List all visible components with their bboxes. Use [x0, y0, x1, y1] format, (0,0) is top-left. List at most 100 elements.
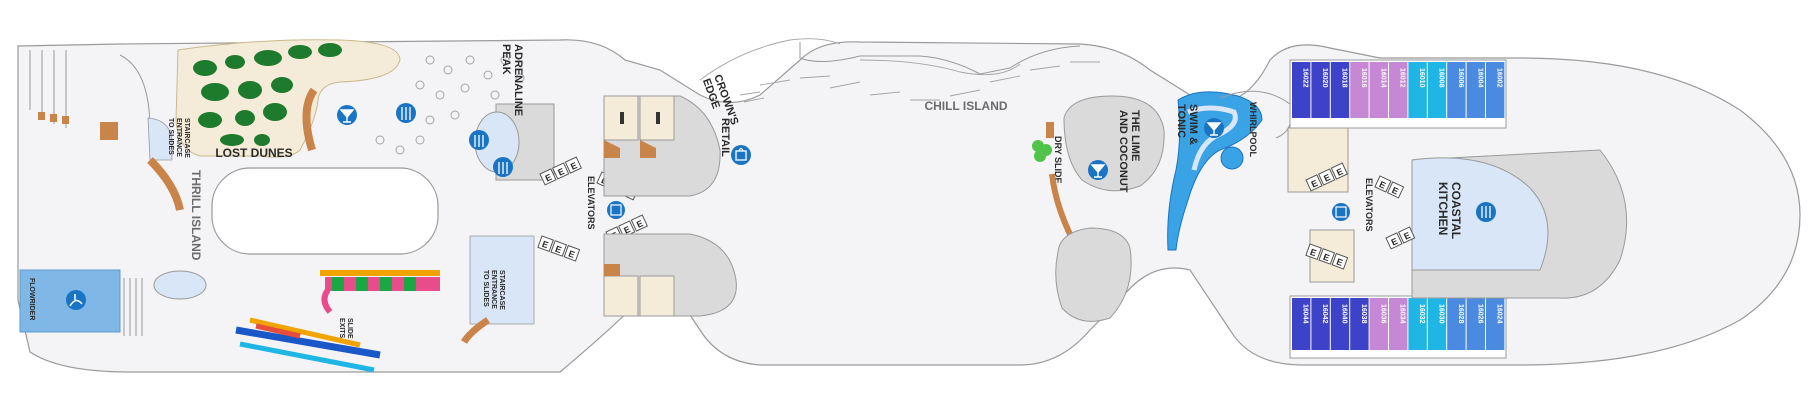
- top-cabin-number: 16008: [1438, 68, 1445, 88]
- splash-pool: [153, 270, 207, 300]
- svg-text:E: E: [1322, 252, 1331, 263]
- svg-text:E: E: [567, 248, 576, 259]
- elevator-icon[interactable]: [607, 201, 625, 219]
- lounger: [38, 112, 45, 120]
- bottom-cabin-16032[interactable]: [1408, 298, 1427, 350]
- dune-boardwalk: [302, 87, 318, 152]
- fork-knife-icon[interactable]: [396, 103, 416, 123]
- bottom-cabin-number: 16036: [1379, 304, 1386, 324]
- cocktail-icon-lime[interactable]: [1088, 160, 1108, 180]
- svg-text:AND COCONUT: AND COCONUT: [1117, 110, 1129, 193]
- dining-icon-peak-1[interactable]: [469, 130, 489, 150]
- restroom-block-1: [603, 95, 639, 141]
- lime-and-coconut-structure: [1063, 95, 1165, 192]
- staircase-wood: [147, 157, 184, 211]
- adrenaline-peak-label: ADRENALINE PEAK: [500, 44, 524, 116]
- top-cabin-16022[interactable]: [1292, 62, 1311, 118]
- bottom-cabin-number: 16032: [1418, 304, 1425, 324]
- bottom-cabin-16028[interactable]: [1447, 298, 1466, 350]
- flowrider-label: FLOWRIDER: [28, 278, 35, 320]
- lounger-stack: [100, 122, 118, 140]
- svg-text:SWIM &: SWIM &: [1187, 104, 1199, 145]
- top-cabin-16006[interactable]: [1447, 62, 1466, 118]
- bottom-cabin-16044[interactable]: [1292, 298, 1311, 350]
- bottom-cabin-number: 16034: [1399, 304, 1406, 324]
- bottom-cabin-16040[interactable]: [1330, 298, 1350, 350]
- svg-text:E: E: [1322, 172, 1332, 184]
- top-cabin-number: 16016: [1360, 68, 1367, 88]
- top-cabin-16018[interactable]: [1330, 62, 1350, 118]
- lounger: [62, 116, 69, 124]
- svg-text:ENTRANCE: ENTRANCE: [490, 270, 497, 309]
- thrill-island-label: THRILL ISLAND: [189, 170, 203, 261]
- svg-text:E: E: [1390, 236, 1400, 248]
- svg-text:E: E: [1335, 256, 1344, 267]
- elevator-bank-2: E E E E E E E E E E: [1305, 162, 1416, 270]
- top-cabin-number: 16004: [1476, 68, 1483, 88]
- dry-slide: [1032, 122, 1054, 162]
- bottom-cabin-16042[interactable]: [1311, 298, 1330, 350]
- svg-text:TO SLIDES: TO SLIDES: [482, 270, 489, 307]
- top-cabin-number: 16014: [1379, 68, 1386, 88]
- top-cabin-number: 16010: [1418, 68, 1425, 88]
- bottom-cabin-number: 16026: [1476, 304, 1483, 324]
- svg-text:ADRENALINE: ADRENALINE: [512, 44, 524, 116]
- chill-island-label: CHILL ISLAND: [924, 99, 1007, 113]
- cocktail-icon-swim[interactable]: [1204, 118, 1224, 138]
- bottom-cabin-16034[interactable]: [1389, 298, 1408, 350]
- top-cabin-number: 16002: [1496, 68, 1503, 88]
- top-cabin-16020[interactable]: [1311, 62, 1330, 118]
- slides: [235, 270, 440, 373]
- bottom-cabin-16026[interactable]: [1466, 298, 1485, 350]
- svg-text:E: E: [635, 218, 645, 230]
- svg-text:E: E: [1378, 179, 1388, 191]
- shopping-bag-icon[interactable]: [731, 145, 751, 165]
- top-cabin-number: 16012: [1399, 68, 1406, 88]
- top-cabin-16016[interactable]: [1350, 62, 1369, 118]
- bottom-cabin-number: 16044: [1302, 304, 1309, 324]
- bottom-cabin-number: 16042: [1321, 304, 1328, 324]
- lost-dunes-label: LOST DUNES: [215, 146, 292, 160]
- top-cabin-number: 16006: [1457, 68, 1464, 88]
- top-cabin-16004[interactable]: [1466, 62, 1485, 118]
- slide-exits-label: SLIDE: [346, 318, 353, 339]
- cocktail-icon[interactable]: [337, 105, 357, 125]
- svg-text:E: E: [622, 224, 632, 236]
- svg-text:E: E: [541, 239, 550, 250]
- bottom-cabin-16036[interactable]: [1369, 298, 1388, 350]
- lost-dunes-course: [175, 39, 401, 158]
- swim-and-tonic-pool: [1167, 91, 1263, 251]
- bottom-cabin-16038[interactable]: [1350, 298, 1369, 350]
- svg-text:THE LIME: THE LIME: [1129, 110, 1141, 161]
- svg-text:E: E: [1310, 178, 1320, 190]
- top-cabin-16014[interactable]: [1369, 62, 1388, 118]
- svg-text:COASTAL: COASTAL: [1449, 182, 1463, 239]
- top-cabin-16010[interactable]: [1408, 62, 1427, 118]
- bottom-cabin-16024[interactable]: [1486, 298, 1505, 350]
- top-cabin-number: 16022: [1302, 68, 1309, 88]
- top-cabin-16002[interactable]: [1486, 62, 1505, 118]
- svg-text:E: E: [1335, 166, 1345, 178]
- svg-text:E: E: [554, 244, 563, 255]
- bottom-cabin-16030[interactable]: [1427, 298, 1447, 350]
- bottom-cabin-number: 16028: [1457, 304, 1464, 324]
- whirlpool-label: WHIRLPOOL: [1248, 102, 1258, 157]
- elevator-icon-forward[interactable]: [1332, 203, 1350, 221]
- svg-text:E: E: [556, 166, 566, 178]
- lounger: [50, 114, 57, 122]
- elevators-label-1: ELEVATORS: [586, 176, 596, 230]
- fork-knife-icon-coastal[interactable]: [1476, 202, 1496, 222]
- svg-text:E: E: [569, 160, 579, 172]
- top-cabin-16012[interactable]: [1389, 62, 1408, 118]
- staircase-upper: [147, 117, 173, 161]
- outdoor-tables: [375, 55, 525, 155]
- top-cabin-16008[interactable]: [1427, 62, 1447, 118]
- dining-icon-peak-2[interactable]: [493, 157, 513, 177]
- slide-exits-label-2: EXITS: [338, 318, 345, 339]
- bottom-cabin-number: 16030: [1438, 304, 1445, 324]
- bottom-cabin-number: 16038: [1360, 304, 1367, 324]
- dry-slide-label: DRY SLIDE: [1053, 136, 1063, 184]
- surfer-icon[interactable]: [66, 290, 86, 310]
